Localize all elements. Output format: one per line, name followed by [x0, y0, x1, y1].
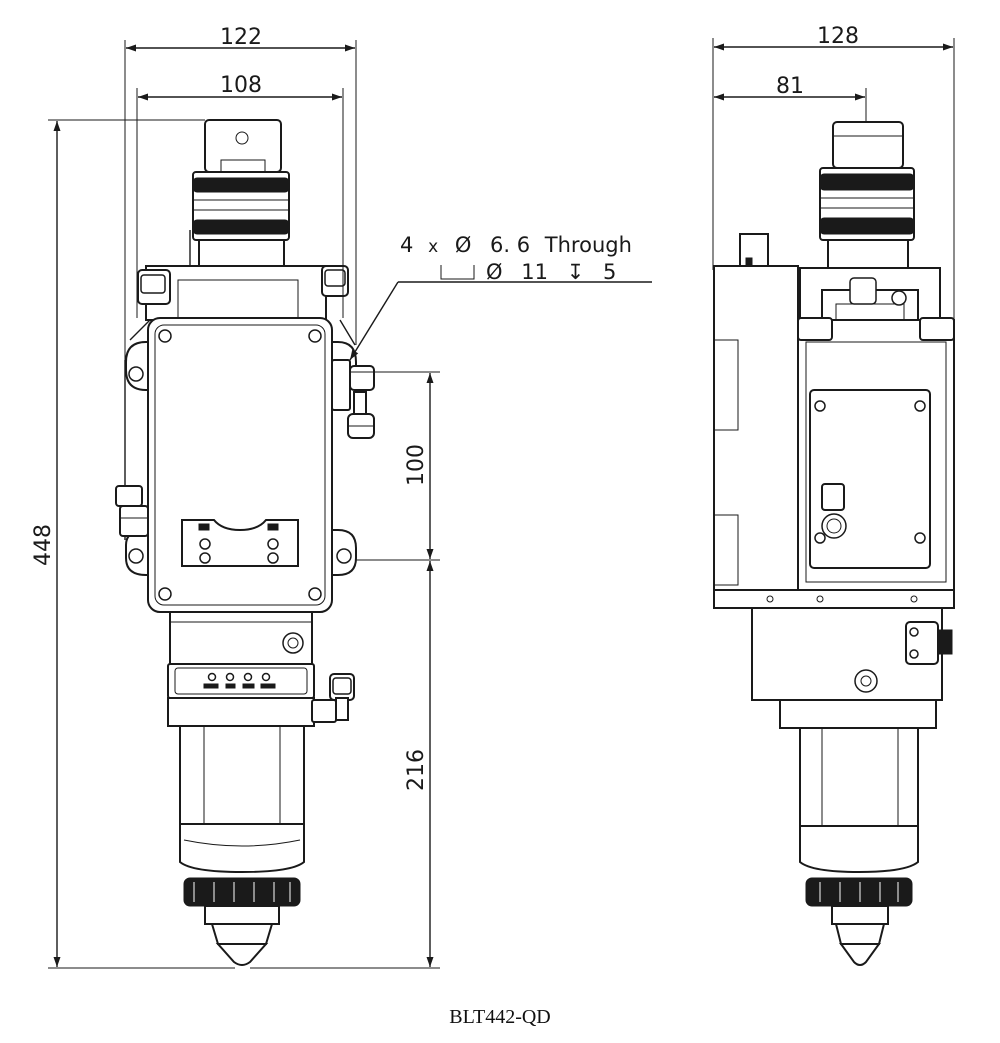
counterbore-symbol	[440, 265, 475, 280]
hole-times: x	[428, 237, 438, 257]
dim-108: 108	[220, 73, 262, 98]
dim-216: 216	[404, 749, 429, 791]
counterbore-diameter-symbol: Ø	[486, 260, 503, 284]
counterbore-depth: 5	[603, 260, 616, 284]
counterbore-diameter: 11	[521, 260, 548, 284]
hole-callout: 4 x Ø 6. 6 Through Ø 11 ↧ 5	[349, 233, 652, 361]
hole-diameter: 6. 6	[490, 233, 530, 257]
model-caption: BLT442-QD	[449, 1006, 550, 1028]
side-dimensions: 128 81	[712, 24, 955, 320]
front-dimensions: 122 108 448 100 216	[31, 25, 440, 969]
hole-count: 4	[400, 233, 413, 257]
dim-122: 122	[220, 25, 262, 50]
svg-text:4 x Ø 6. 6: 4 x Ø 6. 6 Through	[400, 233, 632, 257]
mounting-ear-left-top	[125, 341, 151, 391]
depth-symbol: ↧	[567, 260, 585, 284]
dim-100: 100	[404, 444, 429, 486]
dim-448: 448	[31, 524, 56, 566]
dim-81: 81	[776, 74, 804, 99]
mounting-ear-right-bottom	[329, 529, 357, 576]
side-view	[713, 121, 955, 966]
diameter-symbol: Ø	[455, 233, 472, 257]
dim-128: 128	[817, 24, 859, 49]
hole-type: Through	[544, 233, 632, 257]
front-view	[115, 119, 375, 966]
svg-text:Ø 11 ↧ 5: Ø 11 ↧ 5	[486, 260, 616, 284]
